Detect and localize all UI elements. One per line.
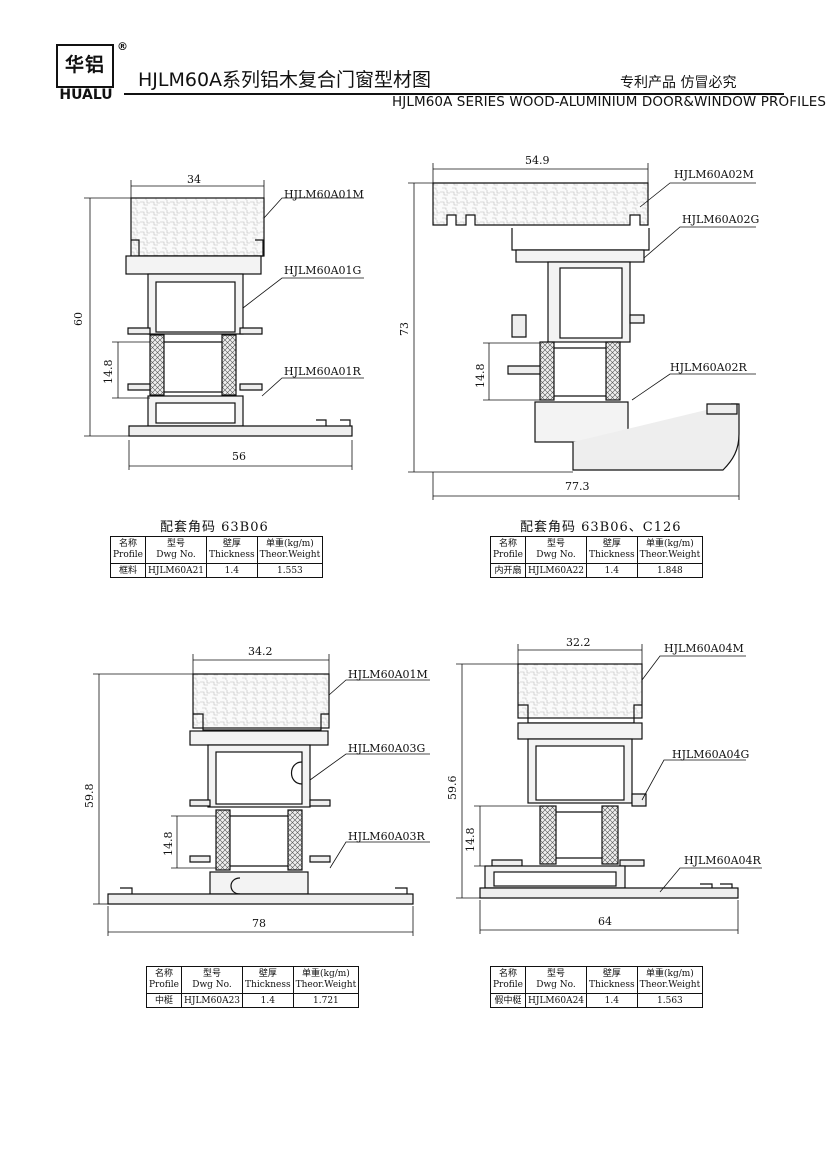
- profile-drawing-4: [479, 663, 739, 899]
- dim-break-4: 14.8: [464, 828, 477, 853]
- table-row: 内开扇 HJLM60A22 1.4 1.848: [490, 563, 704, 578]
- logo-frame: [56, 44, 114, 88]
- registered-mark: ®: [117, 40, 128, 53]
- label-4-r: HJLM60A04R: [684, 854, 762, 867]
- cell-dwg: HJLM60A23: [180, 993, 244, 1008]
- label-1-m: HJLM60A01M: [284, 188, 364, 201]
- patent-notice: 专利产品 仿冒必究: [620, 75, 737, 91]
- cell-profile: 假中梃: [490, 993, 526, 1008]
- cell-dwg: HJLM60A22: [524, 563, 588, 578]
- dimensions-1: [84, 180, 364, 470]
- dimensions-2: [408, 163, 756, 500]
- dim-break-2: 14.8: [474, 364, 487, 389]
- logo-text-en: HUALU: [59, 87, 113, 103]
- label-1-g: HJLM60A01G: [284, 264, 361, 277]
- cell-profile: 中梃: [146, 993, 182, 1008]
- dim-break-1: 14.8: [102, 360, 115, 385]
- dim-bottom-2: 77.3: [565, 480, 590, 493]
- cell-thickness: 1.4: [586, 993, 638, 1008]
- dim-bottom-1: 56: [232, 450, 246, 463]
- cell-dwg: HJLM60A24: [524, 993, 588, 1008]
- cell-weight: 1.553: [256, 563, 324, 578]
- wood-cover-2: [432, 182, 649, 226]
- label-2-g: HJLM60A02G: [682, 213, 759, 226]
- th-weight: 单重(kg/m)Theor.Weight: [256, 536, 324, 564]
- dimensions-3: [93, 654, 430, 936]
- th-weight: 单重(kg/m)Theor.Weight: [292, 966, 360, 994]
- label-3-r: HJLM60A03R: [348, 830, 426, 843]
- header-rule: [124, 93, 784, 95]
- cell-dwg: HJLM60A21: [144, 563, 208, 578]
- dim-bottom-3: 78: [252, 917, 266, 930]
- dim-top-3: 34.2: [248, 645, 273, 658]
- label-4-m: HJLM60A04M: [664, 642, 744, 655]
- table-row: 假中梃 HJLM60A24 1.4 1.563: [490, 993, 704, 1008]
- cell-weight: 1.563: [636, 993, 704, 1008]
- dim-bottom-4: 64: [598, 915, 612, 928]
- table-row: 中梃 HJLM60A23 1.4 1.721: [146, 993, 360, 1008]
- label-2-m: HJLM60A02M: [674, 168, 754, 181]
- cell-thickness: 1.4: [206, 563, 258, 578]
- cell-profile: 内开扇: [490, 563, 526, 578]
- dim-height-4: 59.6: [446, 776, 459, 801]
- profile-drawing-2: [432, 182, 740, 471]
- dim-height-3: 59.8: [83, 784, 96, 809]
- wood-cover-4: [517, 663, 643, 719]
- label-3-g: HJLM60A03G: [348, 742, 425, 755]
- wood-cover-1: [130, 197, 265, 257]
- table-row: 框料 HJLM60A21 1.4 1.553: [110, 563, 324, 578]
- label-4-g: HJLM60A04G: [672, 748, 749, 761]
- page-title-en: HJLM60A SERIES WOOD-ALUMINIUM DOOR&WINDO…: [392, 94, 827, 110]
- caption-1: 配套角码 63B06: [160, 520, 269, 535]
- label-2-r: HJLM60A02R: [670, 361, 748, 374]
- label-1-r: HJLM60A01R: [284, 365, 362, 378]
- cell-weight: 1.721: [292, 993, 360, 1008]
- cell-thickness: 1.4: [586, 563, 638, 578]
- dim-top-4: 32.2: [566, 636, 591, 649]
- logo-text-cn: 华铝: [64, 54, 105, 76]
- profile-drawing-1: [125, 197, 353, 437]
- wood-cover-3: [192, 673, 330, 729]
- dimensions-4: [456, 644, 762, 934]
- th-weight: 单重(kg/m)Theor.Weight: [636, 536, 704, 564]
- th-weight: 单重(kg/m)Theor.Weight: [636, 966, 704, 994]
- dim-height-2: 73: [398, 322, 411, 336]
- cell-profile: 框料: [110, 563, 146, 578]
- dim-top-2: 54.9: [525, 154, 550, 167]
- cell-thickness: 1.4: [242, 993, 294, 1008]
- cell-weight: 1.848: [636, 563, 704, 578]
- page-title-cn: HJLM60A系列铝木复合门窗型材图: [138, 69, 432, 91]
- label-3-m: HJLM60A01M: [348, 668, 428, 681]
- dim-break-3: 14.8: [162, 832, 175, 857]
- profile-drawing-3: [107, 673, 414, 905]
- caption-2: 配套角码 63B06、C126: [520, 520, 682, 535]
- dim-top-1: 34: [187, 173, 201, 186]
- dim-height-1: 60: [72, 312, 85, 326]
